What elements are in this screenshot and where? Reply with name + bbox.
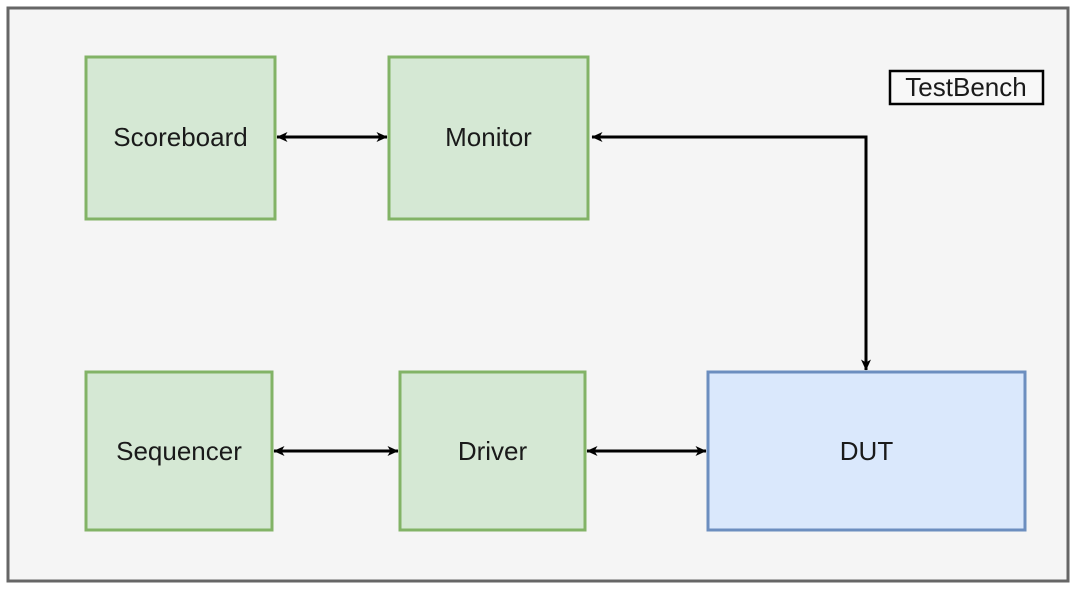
node-scoreboard-box[interactable]: [84, 55, 277, 221]
edge-layer: [273, 132, 871, 456]
node-dut[interactable]: DUT: [706, 370, 1027, 532]
node-dut-box[interactable]: [706, 370, 1027, 532]
node-dut-label: DUT: [840, 436, 894, 466]
node-monitor-label: Monitor: [445, 122, 532, 152]
node-monitor[interactable]: Monitor: [387, 55, 590, 221]
node-sequencer[interactable]: Sequencer: [84, 370, 274, 532]
node-driver-label: Driver: [458, 436, 528, 466]
node-scoreboard[interactable]: Scoreboard: [84, 55, 277, 221]
node-sequencer-label: Sequencer: [116, 436, 242, 466]
node-scoreboard-label: Scoreboard: [113, 122, 247, 152]
testbench-label: TestBench: [905, 72, 1026, 102]
node-driver[interactable]: Driver: [398, 370, 587, 532]
node-driver-box[interactable]: [398, 370, 587, 532]
node-sequencer-box[interactable]: [84, 370, 274, 532]
node-monitor-box[interactable]: [387, 55, 590, 221]
testbench-label-box[interactable]: [888, 69, 1045, 106]
